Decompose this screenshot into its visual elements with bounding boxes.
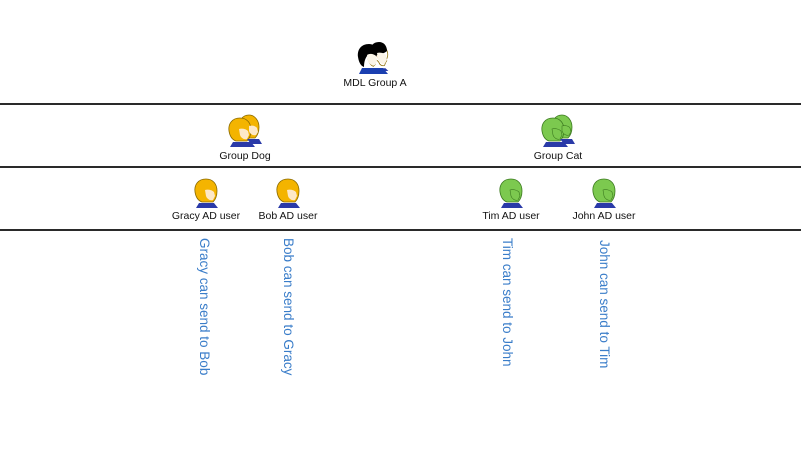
group-yellow-icon xyxy=(228,114,262,147)
node-group-cat[interactable]: Group Cat xyxy=(508,113,608,162)
node-label: Bob AD user xyxy=(258,210,318,222)
node-label: Gracy AD user xyxy=(171,210,241,222)
node-label: John AD user xyxy=(572,210,636,222)
group-green-icon xyxy=(541,114,575,147)
divider-line-3 xyxy=(0,229,801,231)
divider-line-2 xyxy=(0,166,801,168)
node-group-dog[interactable]: Group Dog xyxy=(195,113,295,162)
permission-tim-to-john: Tim can send to John xyxy=(500,238,515,367)
user-green-icon xyxy=(499,178,523,208)
permission-bob-to-gracy: Bob can send to Gracy xyxy=(281,238,296,376)
permission-gracy-to-bob: Gracy can send to Bob xyxy=(197,238,212,376)
node-label: MDL Group A xyxy=(343,77,407,89)
user-yellow-icon xyxy=(276,178,300,208)
group-black-icon xyxy=(357,42,389,74)
user-green-icon xyxy=(592,178,616,208)
node-user-bob[interactable]: Bob AD user xyxy=(238,177,338,222)
node-user-john[interactable]: John AD user xyxy=(554,177,654,222)
user-yellow-icon xyxy=(194,178,218,208)
node-label: Tim AD user xyxy=(482,210,540,222)
permission-john-to-tim: John can send to Tim xyxy=(597,240,612,369)
node-mdl-group-a[interactable]: MDL Group A xyxy=(325,40,425,89)
divider-line-1 xyxy=(0,103,801,105)
node-user-tim[interactable]: Tim AD user xyxy=(461,177,561,222)
node-label: Group Cat xyxy=(533,150,583,162)
node-label: Group Dog xyxy=(219,150,271,162)
node-user-gracy[interactable]: Gracy AD user xyxy=(156,177,256,222)
